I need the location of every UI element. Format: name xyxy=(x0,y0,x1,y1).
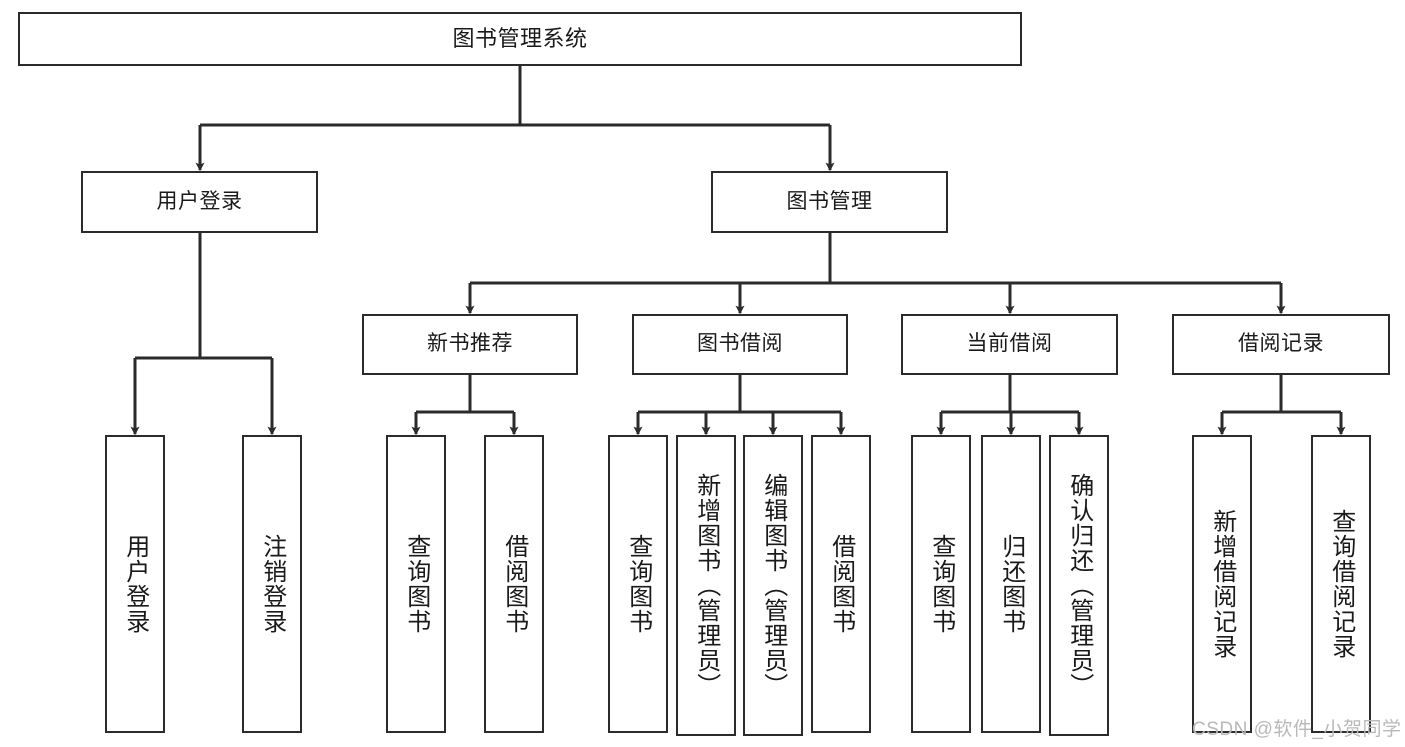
node-leaf_nb_query[interactable]: 查询图书 xyxy=(386,435,446,733)
node-label: 注销登录 xyxy=(258,534,286,634)
node-current_borrow[interactable]: 当前借阅 xyxy=(901,314,1118,375)
node-label: 当前借阅 xyxy=(966,332,1053,356)
node-leaf_cb_query[interactable]: 查询图书 xyxy=(911,435,971,733)
csdn-watermark: CSDN @软件_小贺同学 xyxy=(1192,719,1402,740)
node-label: 新增借阅记录 xyxy=(1208,509,1236,659)
node-leaf_bb_edit[interactable]: 编辑图书（管理员） xyxy=(743,435,803,736)
node-label: 图书借阅 xyxy=(697,332,783,356)
node-label: 图书管理 xyxy=(786,189,873,213)
node-label: 查询图书 xyxy=(624,534,652,634)
node-leaf_br_query[interactable]: 查询借阅记录 xyxy=(1311,435,1371,733)
node-label: 归还图书 xyxy=(997,534,1025,634)
node-new_book_rec[interactable]: 新书推荐 xyxy=(362,314,578,375)
node-user_login[interactable]: 用户登录 xyxy=(81,171,318,233)
node-leaf_br_add[interactable]: 新增借阅记录 xyxy=(1192,435,1252,733)
node-label: 用户登录 xyxy=(156,189,243,213)
node-label: 用户登录 xyxy=(121,534,149,634)
node-book_manage[interactable]: 图书管理 xyxy=(711,171,948,233)
node-leaf_cb_confirm[interactable]: 确认归还（管理员） xyxy=(1049,435,1109,736)
node-leaf_cb_return[interactable]: 归还图书 xyxy=(981,435,1041,733)
node-root[interactable]: 图书管理系统 xyxy=(18,12,1022,66)
node-book_borrow[interactable]: 图书借阅 xyxy=(632,314,848,375)
node-leaf_nb_borrow[interactable]: 借阅图书 xyxy=(484,435,544,733)
node-label: 确认归还（管理员） xyxy=(1065,473,1093,698)
node-label: 借阅图书 xyxy=(827,534,855,634)
node-label: 借阅记录 xyxy=(1238,332,1324,356)
node-leaf_bb_borrow[interactable]: 借阅图书 xyxy=(811,435,871,733)
node-label: 新书推荐 xyxy=(427,332,513,356)
node-label: 借阅图书 xyxy=(500,534,528,634)
node-label: 编辑图书（管理员） xyxy=(759,473,787,698)
node-leaf_user_login[interactable]: 用户登录 xyxy=(105,435,165,733)
node-label: 新增图书（管理员） xyxy=(692,473,720,698)
node-label: 查询图书 xyxy=(927,534,955,634)
node-leaf_bb_query[interactable]: 查询图书 xyxy=(608,435,668,733)
node-leaf_bb_add[interactable]: 新增图书（管理员） xyxy=(676,435,736,736)
node-label: 查询图书 xyxy=(402,534,430,634)
node-label: 图书管理系统 xyxy=(452,26,588,52)
node-leaf_logout[interactable]: 注销登录 xyxy=(242,435,302,733)
node-label: 查询借阅记录 xyxy=(1327,509,1355,659)
node-borrow_record[interactable]: 借阅记录 xyxy=(1172,314,1390,375)
